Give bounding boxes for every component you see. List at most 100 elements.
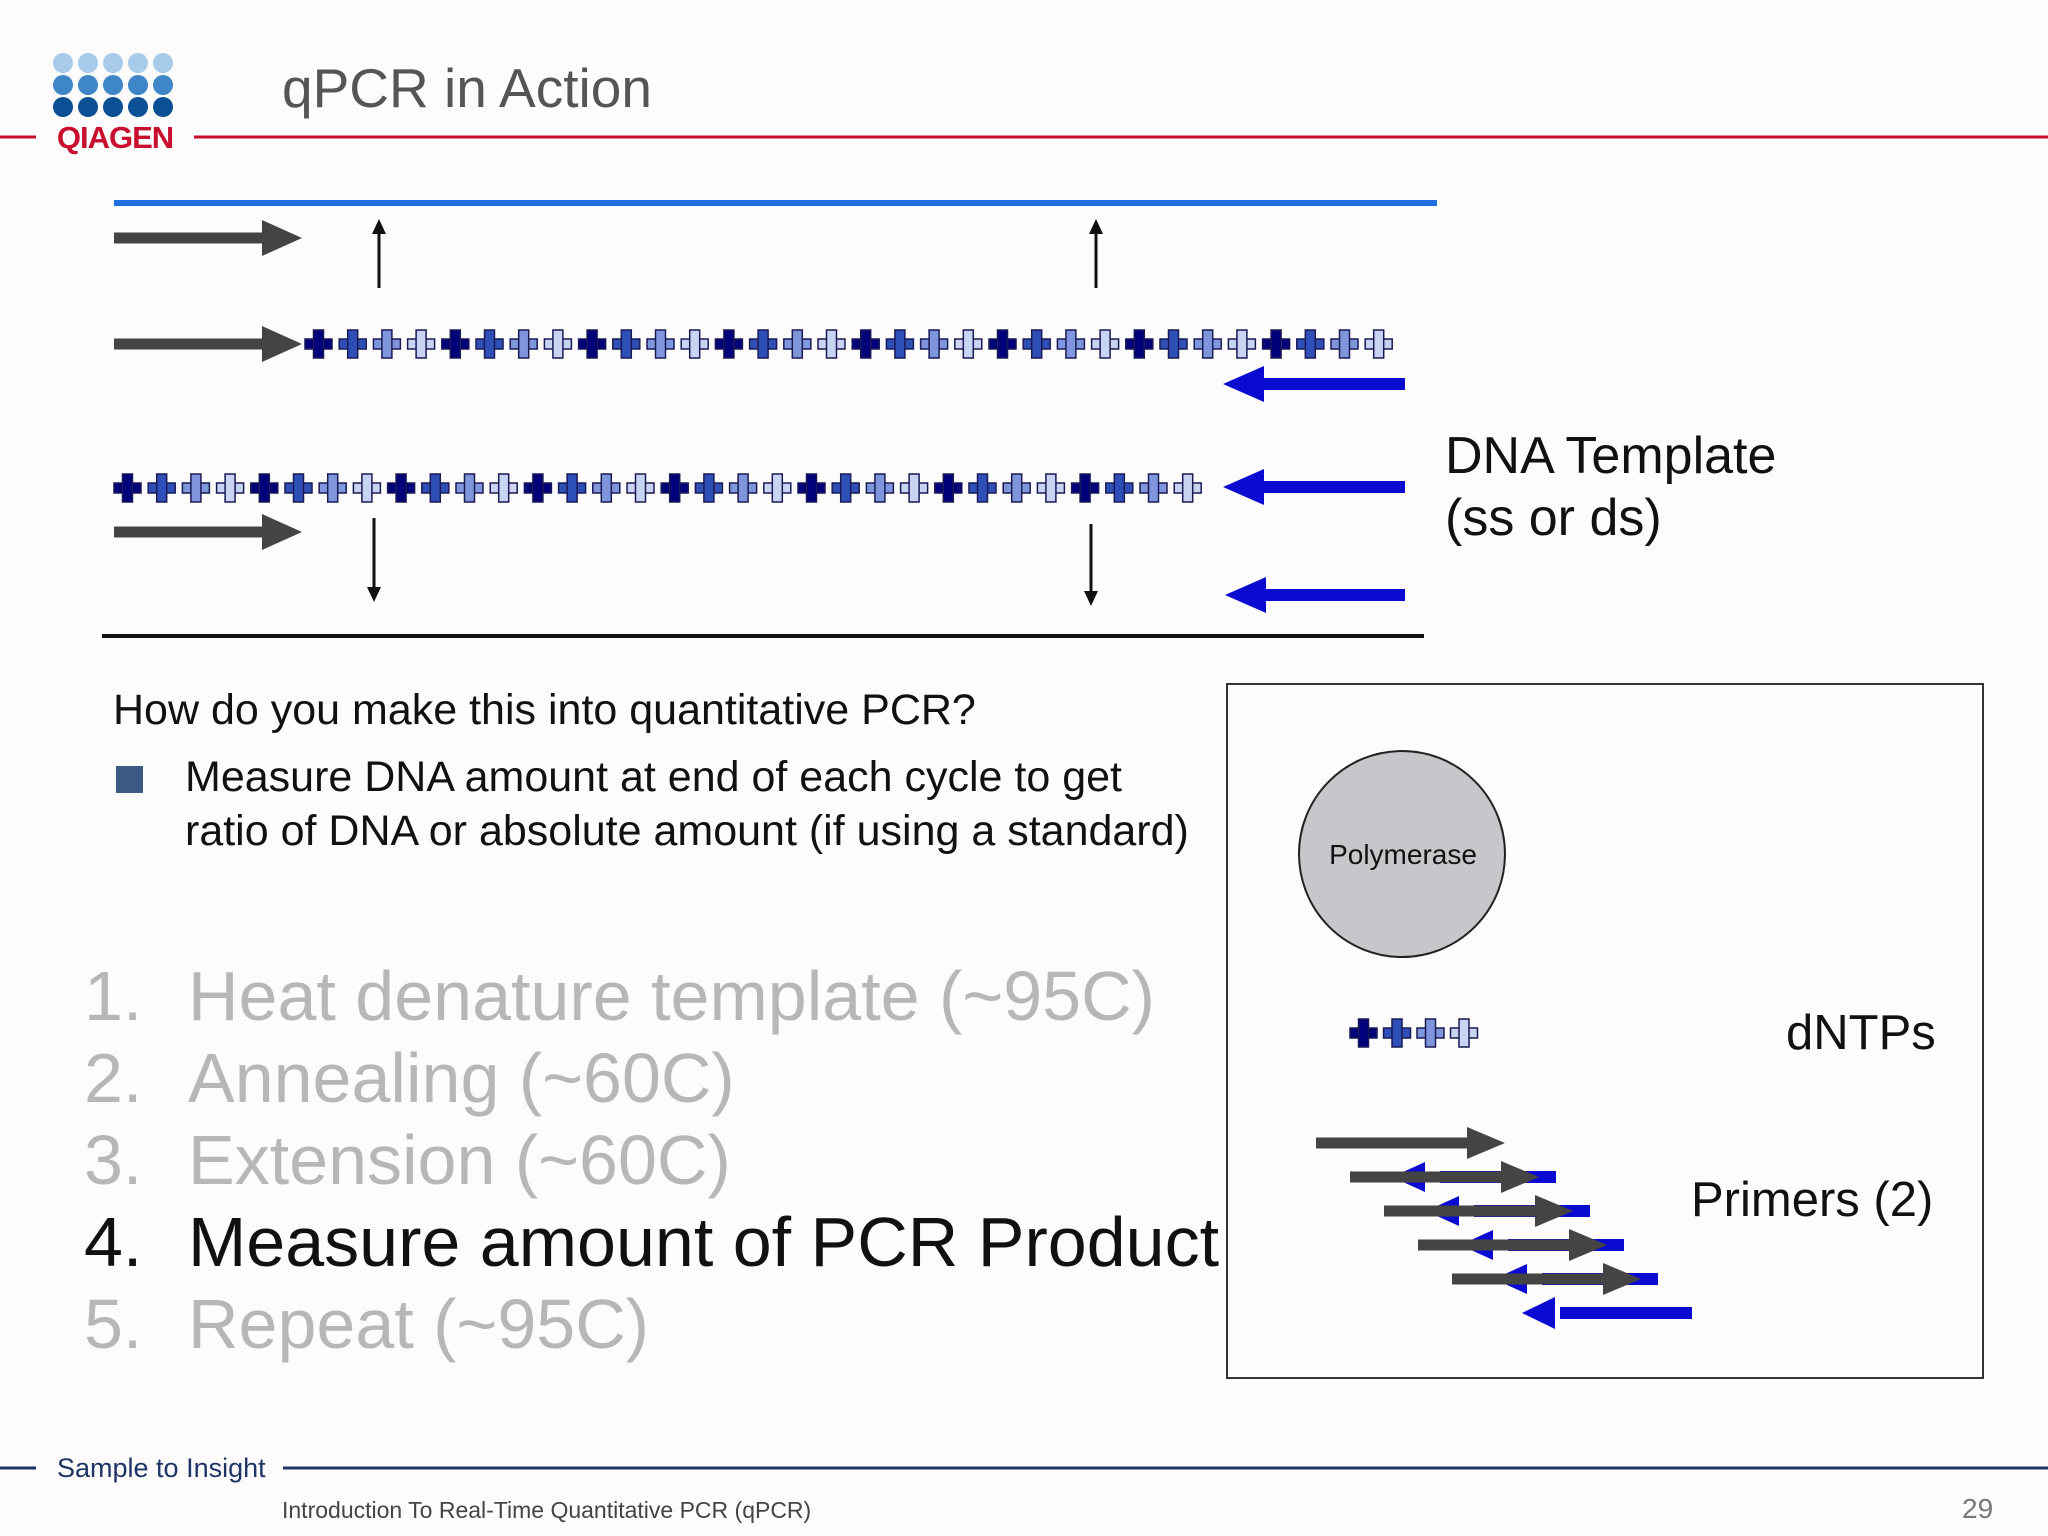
qiagen-logo: QIAGEN	[53, 53, 174, 155]
legend-box	[1226, 683, 1984, 1379]
logo-dot	[53, 53, 73, 73]
qiagen-wordmark: QIAGEN	[57, 120, 173, 155]
question-text: How do you make this into quantitative P…	[113, 686, 976, 734]
footer-tagline: Sample to Insight	[57, 1453, 266, 1483]
dntp-block	[1022, 329, 1051, 359]
step-text: Repeat (~95C)	[188, 1285, 650, 1363]
logo-dot	[153, 97, 173, 117]
dntp-block	[626, 473, 655, 503]
dna-template-label: DNA Template (ss or ds)	[1445, 425, 1776, 549]
step-item: 1. Heat denature template (~95C)	[84, 955, 1219, 1037]
dntp-block	[1056, 329, 1086, 359]
dntp-block	[1002, 473, 1031, 503]
dntp-block	[851, 329, 880, 359]
dntp-block	[919, 329, 949, 359]
dntp-block	[646, 329, 675, 359]
step-item: 3.Extension (~60C)	[84, 1119, 1219, 1201]
logo-dot	[53, 75, 73, 95]
logo-dot	[128, 97, 148, 117]
dntp-block	[954, 329, 983, 359]
page-number: 29	[1962, 1493, 1994, 1524]
step-text: Measure amount of PCR Product	[188, 1203, 1220, 1281]
dntp-block	[714, 329, 744, 359]
dntp-block	[406, 329, 436, 359]
dntp-block	[934, 473, 963, 503]
pcr-steps-list: 1. Heat denature template (~95C) 2.Anneal…	[84, 955, 1219, 1365]
dntp-block	[181, 473, 211, 503]
dntp-block	[797, 473, 826, 503]
primers-label: Primers (2)	[1691, 1173, 1934, 1227]
dntp-block	[1173, 473, 1202, 503]
dntps-label: dNTPs	[1786, 1006, 1936, 1060]
dntp-block	[1296, 329, 1325, 359]
step-number: 5.	[84, 1285, 143, 1363]
dntp-block	[748, 329, 778, 359]
dntp-block	[352, 473, 382, 503]
dntp-block	[421, 473, 450, 503]
dntp-block	[441, 329, 470, 359]
dntp-block	[338, 329, 367, 359]
logo-dot	[103, 97, 123, 117]
dntp-block	[577, 329, 607, 359]
dntp-block	[523, 473, 553, 503]
logo-dot	[78, 53, 98, 73]
dntp-block	[831, 473, 860, 503]
dntp-block	[1193, 329, 1222, 359]
dna-template-label-line1: DNA Template	[1445, 427, 1777, 485]
slide-title: qPCR in Action	[282, 57, 652, 119]
logo-dot	[128, 53, 148, 73]
dntp-block	[660, 473, 689, 503]
dntp-block	[1036, 473, 1066, 503]
dntp-block	[1330, 329, 1359, 359]
dntp-block	[304, 329, 333, 359]
dntp-block	[318, 473, 347, 503]
reverse-primer-arrow	[1223, 469, 1405, 505]
dntp-block	[557, 473, 587, 503]
logo-dot	[128, 75, 148, 95]
dntp-block	[1070, 473, 1100, 503]
dntp-block	[1125, 329, 1154, 359]
dntp-block	[1227, 329, 1257, 359]
forward-primer-arrow	[114, 326, 302, 362]
dntp-block	[592, 473, 621, 503]
step-number: 1.	[84, 957, 143, 1035]
step-item: 4. Measure amount of PCR Product	[84, 1201, 1219, 1283]
step-item: 2.Annealing (~60C)	[84, 1037, 1219, 1119]
dntp-block	[1261, 329, 1291, 359]
dntp-block	[968, 473, 997, 503]
dntp-block	[694, 473, 724, 503]
dntp-block	[113, 473, 142, 503]
dntp-block	[509, 329, 538, 359]
logo-dot	[78, 75, 98, 95]
dntp-block	[680, 329, 709, 359]
down-arrow	[367, 518, 381, 602]
forward-primer-arrow	[114, 220, 302, 256]
nucleotide-chain-top	[304, 329, 1393, 359]
down-arrow	[1084, 524, 1098, 606]
dntp-block	[899, 473, 929, 503]
dntp-block	[865, 473, 895, 503]
bullet-text: Measure DNA amount at end of each cycle …	[185, 753, 1189, 855]
dntp-block	[885, 329, 915, 359]
reverse-primer-arrow	[1223, 366, 1405, 402]
dntp-block	[817, 329, 846, 359]
logo-dot	[78, 97, 98, 117]
dntp-block	[250, 473, 279, 503]
step-text: Heat denature template (~95C)	[188, 957, 1155, 1035]
bullet-marker	[116, 766, 143, 793]
dntp-block	[1159, 329, 1188, 359]
dntp-block	[1105, 473, 1134, 503]
up-arrow	[372, 219, 386, 288]
dntp-block	[284, 473, 313, 503]
reverse-primer-arrow	[1225, 577, 1405, 613]
dntp-block	[475, 329, 504, 359]
up-arrow	[1089, 219, 1103, 288]
step-number: 4.	[84, 1203, 143, 1281]
dntp-block	[1364, 329, 1393, 359]
dntp-block	[386, 473, 416, 503]
logo-dot	[153, 75, 173, 95]
dntp-block	[612, 329, 641, 359]
polymerase-label: Polymerase	[1329, 839, 1477, 870]
dntp-block	[372, 329, 402, 359]
logo-dot	[103, 53, 123, 73]
